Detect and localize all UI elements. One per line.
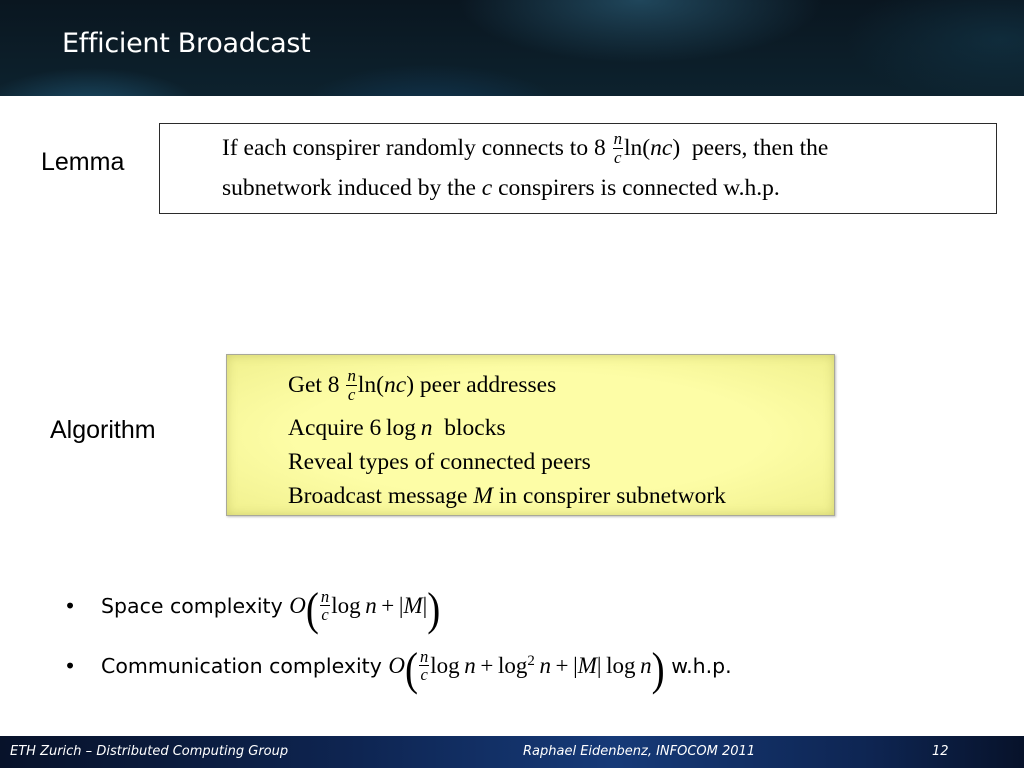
slide-title: Efficient Broadcast bbox=[62, 28, 311, 59]
footer-page-number: 12 bbox=[932, 744, 949, 759]
bullet-label-communication: Communication complexity bbox=[101, 654, 382, 678]
lemma-line2-start: subnetwork induced by the bbox=[222, 175, 476, 201]
message-variable-m: M bbox=[473, 483, 493, 509]
algorithm-step-2-start: Acquire 6 bbox=[288, 415, 382, 441]
footer-author-conference: Raphael Eidenbenz, INFOCOM 2011 bbox=[523, 744, 756, 759]
slide-footer: ETH Zurich – Distributed Computing Group… bbox=[0, 736, 1024, 768]
algorithm-step-1-end: peer addresses bbox=[419, 372, 557, 398]
algorithm-step-4: Broadcast message M in conspirer subnetw… bbox=[288, 479, 726, 513]
bullet-marker: • bbox=[64, 654, 77, 678]
lemma-line1-start: If each conspirer randomly connects to 8 bbox=[222, 135, 606, 161]
algorithm-step-3: Reveal types of connected peers bbox=[288, 449, 591, 475]
algorithm-step-1-start: Get 8 bbox=[288, 372, 340, 398]
lemma-line1-end: peers, then the bbox=[691, 135, 829, 161]
bullet-label-space: Space complexity bbox=[101, 594, 283, 618]
log-n-expression: log n bbox=[381, 415, 433, 441]
bullet-marker: • bbox=[64, 594, 77, 618]
algorithm-step-2-end: blocks bbox=[444, 415, 506, 441]
algorithm-label: Algorithm bbox=[50, 416, 156, 444]
algorithm-step-4-start: Broadcast message bbox=[288, 483, 468, 509]
lemma-line2-end: conspirers is connected w.h.p. bbox=[498, 175, 780, 201]
footer-affiliation: ETH Zurich – Distributed Computing Group bbox=[10, 744, 289, 759]
lemma-box: If each conspirer randomly connects to 8… bbox=[159, 123, 997, 214]
lemma-label: Lemma bbox=[41, 148, 125, 176]
ln-nc-expression: ln(nc) bbox=[357, 372, 415, 398]
ln-nc-expression: ln(nc) bbox=[624, 135, 681, 161]
algorithm-step-4-end: in conspirer subnetwork bbox=[498, 483, 726, 509]
slide-header: Efficient Broadcast bbox=[0, 0, 1024, 96]
bullet-suffix-whp: w.h.p. bbox=[671, 654, 732, 678]
algorithm-step-2: Acquire 6 log n blocks bbox=[288, 411, 726, 445]
lemma-text: If each conspirer randomly connects to 8… bbox=[222, 128, 992, 208]
lemma-variable-c: c bbox=[481, 175, 493, 201]
